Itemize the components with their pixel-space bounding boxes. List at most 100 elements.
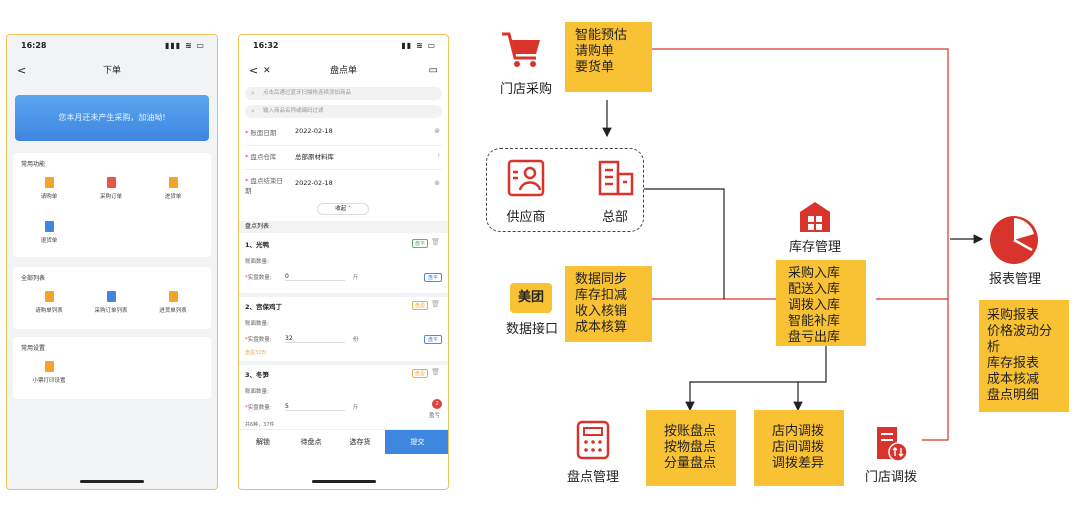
- inventory-management-label: 库存管理: [788, 240, 841, 255]
- section-title: 常用功能: [21, 161, 46, 168]
- purchase-order-icon: [106, 177, 116, 188]
- list-item[interactable]: 1、光鸭 盘平 🗑 账面数量: *实盘数量: 0 斤 盘平: [239, 235, 448, 293]
- list-item[interactable]: 3、冬笋 盘盈 🗑 账面数量: *实盘数量: 5 斤 2 盈亏: [239, 365, 448, 421]
- calculator-icon: [575, 420, 611, 460]
- search-icon: ⌕: [251, 89, 255, 97]
- shopping-cart-icon: [500, 30, 544, 70]
- actual-qty-input[interactable]: 0: [285, 273, 345, 281]
- clear-icon[interactable]: ⊗: [434, 127, 440, 135]
- common-functions-card: 常用功能 请购单 采购订单 进货单 退货单: [13, 153, 211, 257]
- clear-icon[interactable]: ⊗: [434, 179, 440, 187]
- page-title: 盘点单: [329, 66, 357, 76]
- data-sync-box: 数据同步 库存扣减 收入核销 成本核算: [565, 266, 652, 342]
- transfer-box: 店内调拨 店间调拨 调拨差异: [754, 410, 844, 486]
- receiving-button[interactable]: 进货单: [145, 177, 201, 200]
- summary-text: 共6种，37件: [245, 422, 275, 428]
- requisition-button[interactable]: 请购单: [21, 177, 77, 200]
- balance-button[interactable]: 盘平: [423, 335, 442, 344]
- receiving-list-button[interactable]: 进货单列表: [145, 291, 201, 314]
- nav-bar: < 下单: [7, 59, 217, 83]
- item-name: 1、光鸭: [245, 241, 270, 249]
- collapse-button[interactable]: 收起 ˄: [317, 203, 369, 215]
- book-qty-label: 账面数量:: [245, 321, 269, 327]
- actual-qty-label: *实盘数量:: [245, 275, 272, 281]
- balance-button[interactable]: 盘平: [423, 273, 442, 282]
- common-settings-card: 常用设置 小票打印设置: [13, 337, 211, 399]
- home-indicator: [80, 480, 144, 483]
- printer-icon: [44, 361, 54, 372]
- requisition-list-button[interactable]: 请购单列表: [21, 291, 77, 314]
- receipt-print-settings-button[interactable]: 小票打印设置: [21, 361, 77, 384]
- page-title: 下单: [102, 66, 121, 76]
- actual-qty-input[interactable]: 5: [285, 403, 345, 411]
- book-qty-label: 账面数量:: [245, 259, 269, 265]
- smart-forecast-box: 智能预估 请购单 要货单: [565, 22, 652, 92]
- nav-bar: < ✕ 盘点单 ▭: [239, 59, 448, 83]
- item-name: 2、宫保鸡丁: [245, 303, 283, 311]
- item-name: 3、冬笋: [245, 371, 270, 379]
- list-header: 盘点列表: [239, 221, 448, 233]
- stocktake-box: 按账盘点 按物盘点 分量盘点: [646, 410, 736, 486]
- surplus-note: 盘盈32份: [245, 350, 267, 356]
- transfer-icon: [874, 424, 908, 462]
- stocktake-phone-screen: 16:32 ▮▮ ≋ ▭ < ✕ 盘点单 ▭ ⌕点击后通过蓝牙扫描枪连续添加商品…: [238, 34, 449, 490]
- store-transfer-label: 门店调拨: [864, 470, 917, 485]
- supplier-hq-group: [486, 148, 644, 232]
- actual-qty-label: *实盘数量:: [245, 405, 272, 411]
- purchase-order-button[interactable]: 采购订单: [83, 177, 139, 200]
- purchase-order-list-icon: [106, 291, 116, 302]
- supplier-label: 供应商: [506, 210, 546, 225]
- store-purchase-label: 门店采购: [499, 82, 552, 97]
- search-icon: ⌕: [251, 107, 255, 115]
- scanner-search-input[interactable]: ⌕点击后通过蓝牙扫描枪连续添加商品: [245, 87, 442, 100]
- close-icon[interactable]: ✕: [263, 66, 271, 76]
- status-bar: 16:28 ▮▮▮ ≋ ▭: [7, 35, 217, 57]
- status-badge: 盘盈: [411, 301, 428, 310]
- headquarters-label: 总部: [601, 210, 628, 225]
- home-indicator: [311, 480, 376, 483]
- status-badge: 盘盈: [411, 369, 428, 378]
- status-time: 16:28: [21, 41, 47, 50]
- book-qty-label: 账面数量:: [245, 389, 269, 395]
- filter-search-input[interactable]: ⌕输入商品名称或编码过滤: [245, 105, 442, 118]
- bottom-action-bar: 解锁 待盘点 选存货 提交: [239, 429, 448, 454]
- report-box: 采购报表 价格波动分析 库存报表 成本核减 盘点明细: [979, 300, 1069, 412]
- headquarters-icon: [596, 158, 636, 198]
- unlock-button[interactable]: 解锁: [256, 438, 270, 446]
- field-end-date[interactable]: * 盘点结束日期 2022-02-18 ⊗: [245, 177, 440, 195]
- report-management-label: 报表管理: [988, 272, 1041, 287]
- select-stock-button[interactable]: 选存货: [349, 438, 371, 446]
- requisition-icon: [44, 177, 54, 188]
- data-interface-label: 数据接口: [505, 322, 558, 337]
- purchase-order-list-button[interactable]: 采购订单列表: [83, 291, 139, 314]
- notification-badge: 2: [432, 399, 442, 409]
- unit: 斤: [353, 275, 359, 281]
- field-warehouse[interactable]: * 盘点仓库 总部原材料库 ›: [245, 151, 440, 161]
- submit-button[interactable]: 提交: [385, 430, 448, 454]
- back-icon[interactable]: <: [249, 64, 259, 77]
- pending-count-button[interactable]: 待盘点: [300, 438, 322, 446]
- requisition-list-icon: [44, 291, 54, 302]
- field-book-date[interactable]: * 账面日期 2022-02-18 ⊗: [245, 127, 440, 137]
- return-icon: [44, 221, 54, 232]
- stocktake-management-label: 盘点管理: [566, 470, 619, 485]
- actual-qty-input[interactable]: 32: [285, 335, 345, 343]
- supplier-icon: [506, 158, 546, 198]
- delete-icon[interactable]: 🗑: [431, 368, 440, 376]
- list-item[interactable]: 2、宫保鸡丁 盘盈 🗑 账面数量: *实盘数量: 32 份 盘平 盘盈32份: [239, 297, 448, 361]
- status-indicators: ▮▮ ≋ ▭: [401, 41, 436, 50]
- section-title: 全部列表: [21, 275, 46, 282]
- order-phone-screen: 16:28 ▮▮▮ ≋ ▭ < 下单 您本月还未产生采购，加油呦! 常用功能 请…: [6, 34, 218, 490]
- receiving-list-icon: [168, 291, 178, 302]
- status-time: 16:32: [253, 41, 279, 50]
- return-button[interactable]: 退货单: [21, 221, 77, 244]
- pie-chart-icon: [988, 214, 1040, 266]
- profit-loss-button[interactable]: 盈亏: [428, 413, 440, 419]
- status-bar: 16:32 ▮▮ ≋ ▭: [239, 35, 448, 57]
- delete-icon[interactable]: 🗑: [431, 238, 440, 246]
- chevron-right-icon: ›: [437, 151, 440, 159]
- menu-icon[interactable]: ▭: [428, 65, 438, 76]
- delete-icon[interactable]: 🗑: [431, 300, 440, 308]
- back-icon[interactable]: <: [17, 64, 27, 77]
